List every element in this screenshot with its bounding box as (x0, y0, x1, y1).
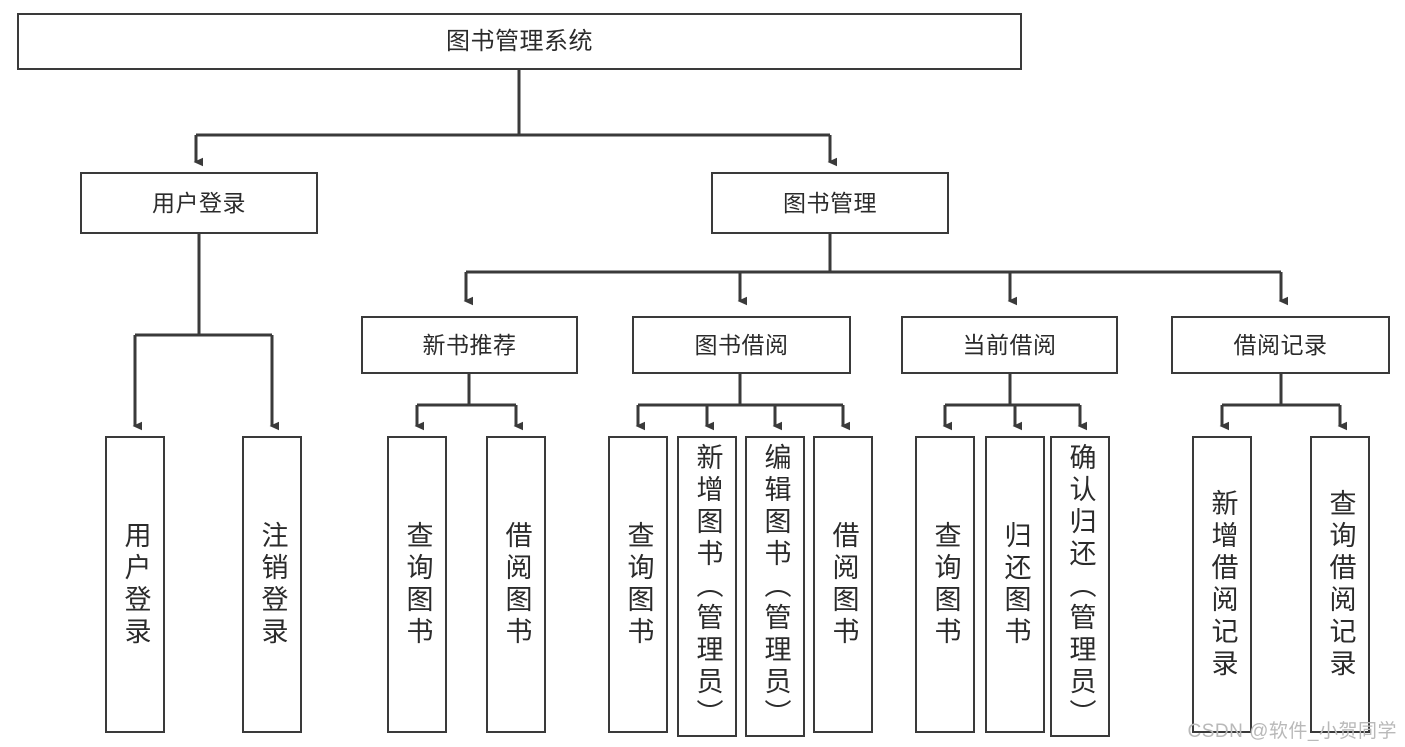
node-label: 新增图书（管理员） (692, 442, 723, 731)
node-label: 用户登录 (120, 520, 151, 649)
node-label: 图书管理 (783, 189, 877, 216)
node-label: 当前借阅 (962, 331, 1057, 358)
node-label: 注销登录 (257, 520, 288, 649)
node-label: 编辑图书（管理员） (760, 442, 791, 731)
node-label: 用户登录 (152, 189, 246, 216)
leaf-current-return-book[interactable]: 归还图书 (985, 436, 1045, 733)
node-label: 归还图书 (1000, 520, 1031, 649)
leaf-borrow-borrow-book[interactable]: 借阅图书 (813, 436, 873, 733)
node-borrow-record[interactable]: 借阅记录 (1171, 316, 1390, 374)
node-label: 新书推荐 (422, 331, 517, 358)
node-book-management-system[interactable]: 图书管理系统 (17, 13, 1022, 70)
node-label: 借阅记录 (1233, 331, 1328, 358)
node-book-borrow[interactable]: 图书借阅 (632, 316, 851, 374)
node-label: 查询借阅记录 (1325, 488, 1356, 681)
leaf-record-add-record[interactable]: 新增借阅记录 (1192, 436, 1252, 733)
leaf-current-confirm-return-admin[interactable]: 确认归还（管理员） (1050, 436, 1110, 737)
leaf-new-book-borrow[interactable]: 借阅图书 (486, 436, 546, 733)
node-user-login[interactable]: 用户登录 (80, 172, 318, 234)
node-label: 确认归还（管理员） (1065, 442, 1096, 731)
node-label: 图书借阅 (694, 331, 789, 358)
node-label: 查询图书 (402, 520, 433, 649)
node-label: 借阅图书 (501, 520, 532, 649)
node-current-borrow[interactable]: 当前借阅 (901, 316, 1118, 374)
node-label: 新增借阅记录 (1207, 488, 1238, 681)
node-label: 查询图书 (623, 520, 654, 649)
node-label: 借阅图书 (828, 520, 859, 649)
leaf-current-query-book[interactable]: 查询图书 (915, 436, 975, 733)
leaf-borrow-query-book[interactable]: 查询图书 (608, 436, 668, 733)
node-book-management[interactable]: 图书管理 (711, 172, 949, 234)
node-label: 查询图书 (930, 520, 961, 649)
node-new-book-recommend[interactable]: 新书推荐 (361, 316, 578, 374)
leaf-borrow-add-book-admin[interactable]: 新增图书（管理员） (677, 436, 737, 737)
leaf-user-login-logout[interactable]: 注销登录 (242, 436, 302, 733)
node-label: 图书管理系统 (446, 27, 593, 55)
leaf-new-book-query[interactable]: 查询图书 (387, 436, 447, 733)
leaf-user-login-login[interactable]: 用户登录 (105, 436, 165, 733)
leaf-record-query-record[interactable]: 查询借阅记录 (1310, 436, 1370, 733)
leaf-borrow-edit-book-admin[interactable]: 编辑图书（管理员） (745, 436, 805, 737)
